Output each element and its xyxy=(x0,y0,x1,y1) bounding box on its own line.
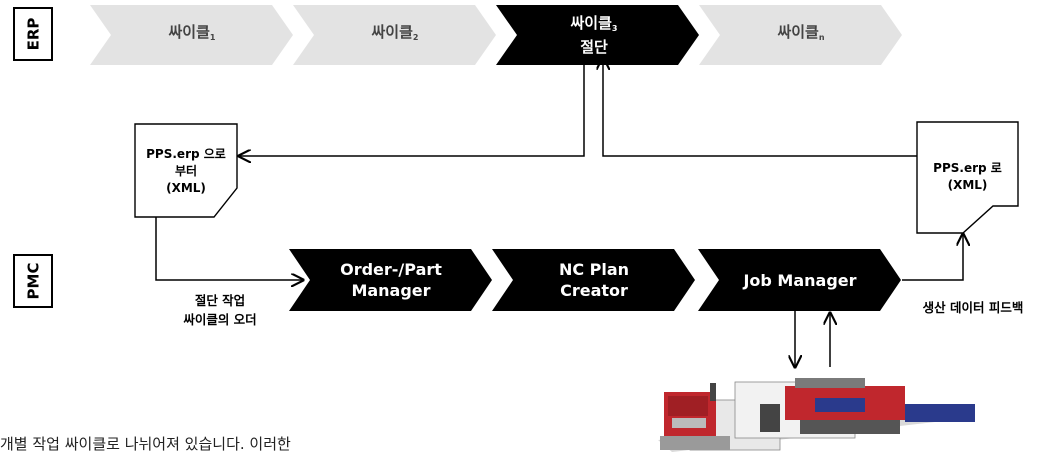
doc-to-erp-text: PPS.erp 로 (XML) xyxy=(917,160,1018,194)
connector-job-manager-to-doc xyxy=(902,234,963,281)
feedback-note-line: 생산 데이터 피드백 xyxy=(922,300,1024,315)
doc-to-erp-line1: PPS.erp 로 xyxy=(933,161,1002,175)
pmc-step-1-chevron xyxy=(289,249,492,311)
erp-cycle-2: 싸이클2 xyxy=(307,5,483,65)
erp-cycle-1-label: 싸이클1 xyxy=(168,23,216,42)
erp-cycle-n-label: 싸이클n xyxy=(777,23,825,42)
connector-cycle3-to-doc xyxy=(239,56,585,156)
pmc-step-2-line1: NC Plan xyxy=(558,260,630,279)
erp-cycle-1-chevron xyxy=(90,5,293,65)
erp-cycle-3-label: 싸이클3 xyxy=(570,13,618,33)
doc-from-erp-text: PPS.erp 으로 부터 (XML) xyxy=(135,146,237,197)
erp-cycle-3: 싸이클3 절단 xyxy=(506,5,682,65)
pmc-step-3-line1: Job Manager xyxy=(743,270,857,290)
doc-to-erp-line2: (XML) xyxy=(947,178,988,192)
doc-from-erp-line1: PPS.erp 으로 xyxy=(146,147,226,161)
erp-label-box: ERP xyxy=(13,7,53,61)
pmc-step-1-line2: Manager xyxy=(351,281,431,300)
erp-cycle-3-sublabel: 절단 xyxy=(580,37,608,56)
doc-to-erp xyxy=(916,121,1019,234)
feedback-note: 생산 데이터 피드백 xyxy=(904,298,1042,317)
pmc-step-order-part-manager: Order-/Part Manager xyxy=(303,249,479,311)
bottom-body-text: 개별 작업 싸이클로 나뉘어져 있습니다. 이러한 xyxy=(0,435,291,453)
connector-doc-to-order-manager xyxy=(155,217,303,280)
erp-cycle-2-label: 싸이클2 xyxy=(371,23,419,42)
order-note-line2: 싸이클의 오더 xyxy=(183,312,257,327)
order-note: 절단 작업 싸이클의 오더 xyxy=(150,291,290,329)
erp-cycle-n: 싸이클n xyxy=(713,5,889,65)
pmc-label-box: PMC xyxy=(13,254,53,308)
pmc-step-3-chevron xyxy=(698,249,901,311)
doc-from-erp-line3: (XML) xyxy=(166,181,206,195)
pmc-step-2-line2: Creator xyxy=(560,281,628,300)
erp-cycle-2-chevron xyxy=(293,5,496,65)
erp-cycle-n-chevron xyxy=(699,5,902,65)
pmc-step-nc-plan-creator: NC Plan Creator xyxy=(506,249,682,311)
erp-cycle-3-chevron xyxy=(496,5,699,65)
doc-from-erp-line2: 부터 xyxy=(174,164,198,178)
pmc-step-2-chevron xyxy=(492,249,695,311)
connector-doc-to-cycle3 xyxy=(603,58,917,157)
laser-machine-image xyxy=(658,378,975,452)
erp-cycle-1: 싸이클1 xyxy=(104,5,280,65)
pmc-step-job-manager: Job Manager xyxy=(712,249,888,311)
doc-from-erp xyxy=(134,123,238,218)
pmc-step-1-line1: Order-/Part xyxy=(340,260,442,279)
order-note-line1: 절단 작업 xyxy=(194,293,246,308)
